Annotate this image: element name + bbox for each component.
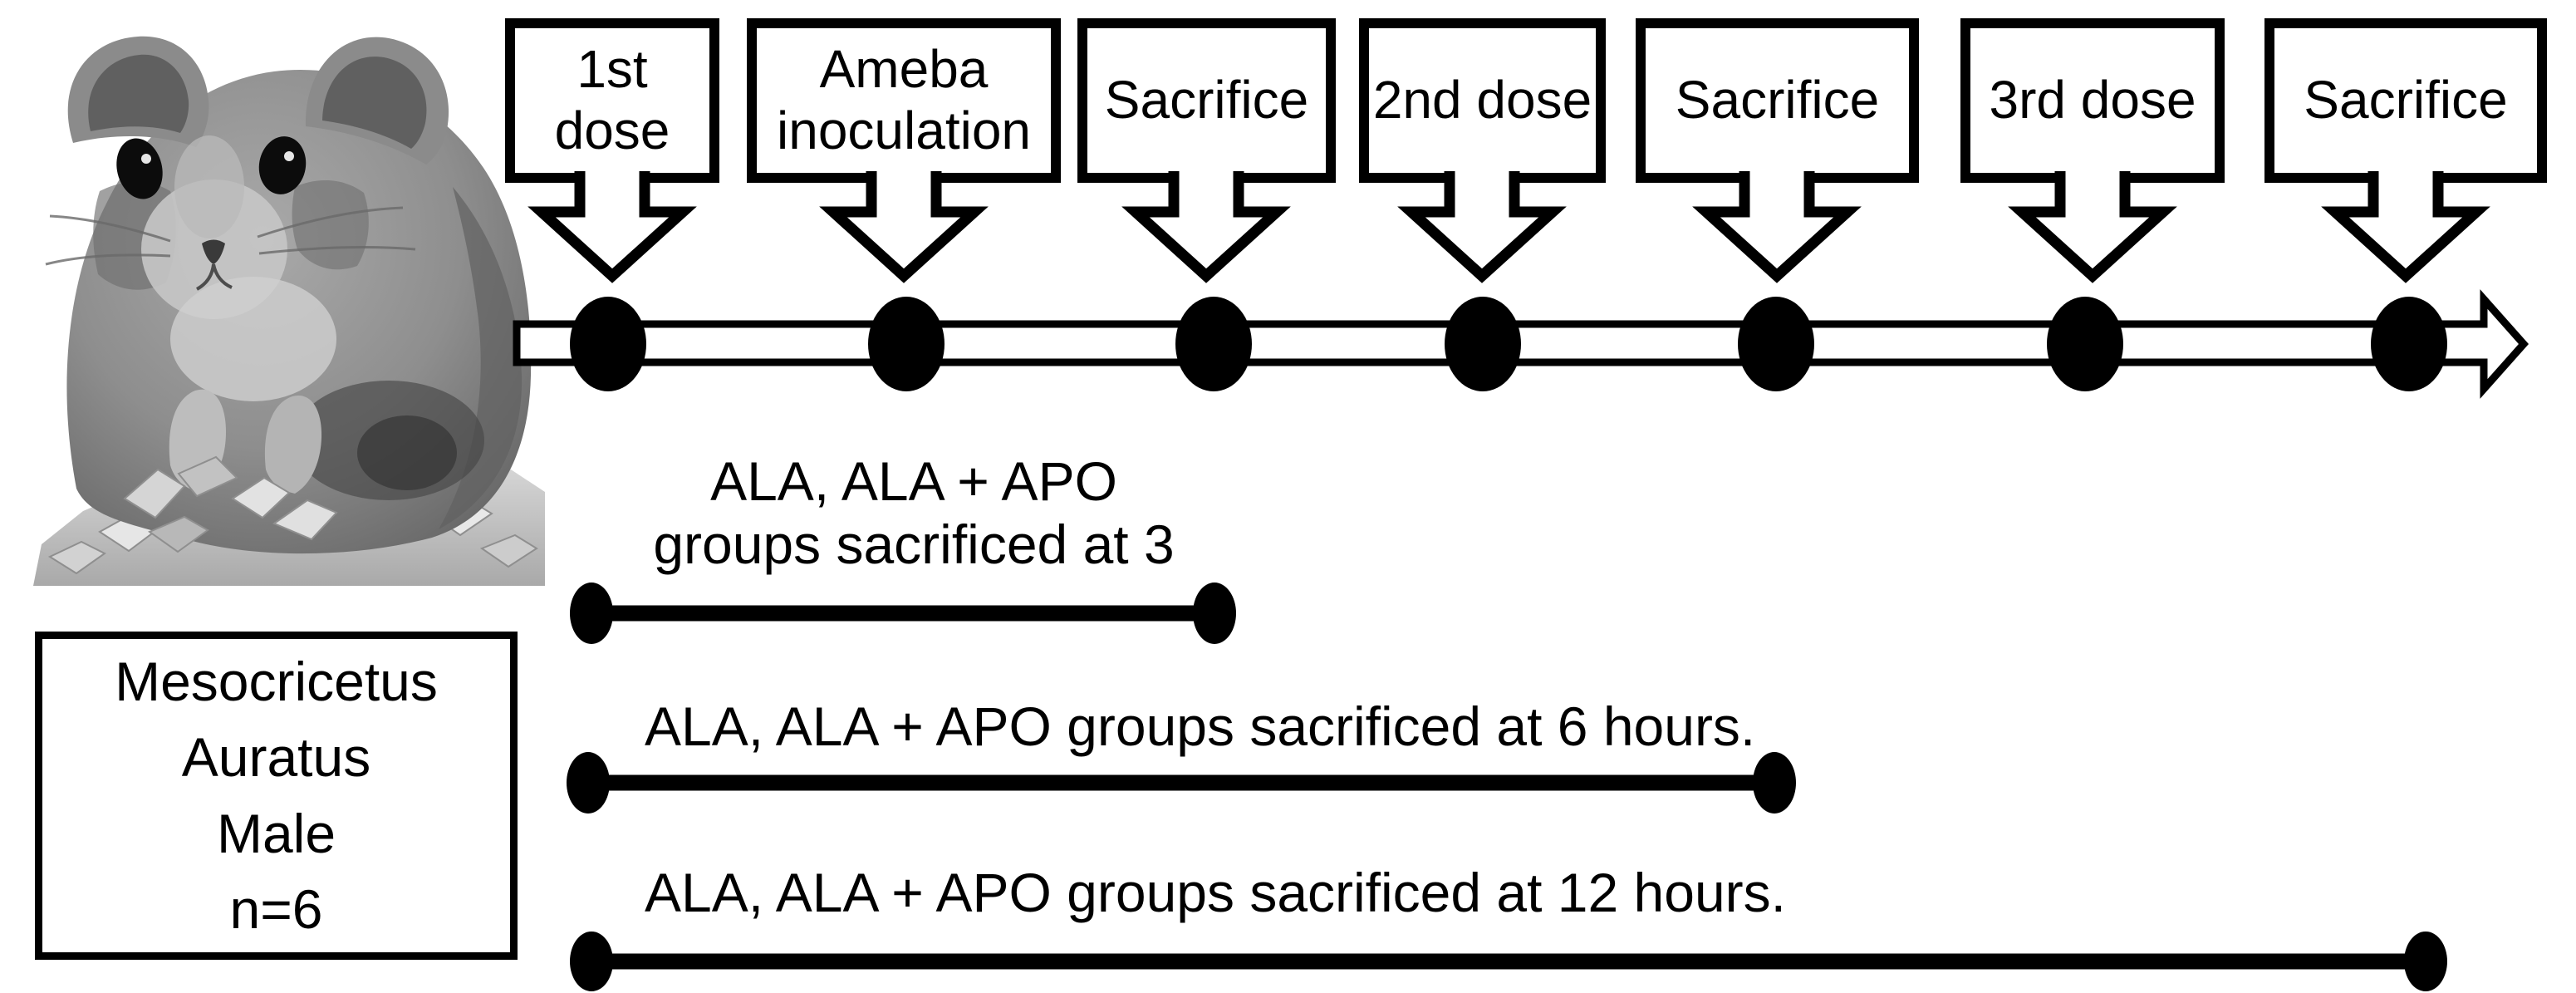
timeline-dot-1: [570, 297, 646, 391]
subject-sex-line: Male: [216, 802, 336, 864]
event-callout-sacrifice-1: Sacrifice: [1077, 18, 1336, 183]
bar-12h-end-dot: [2404, 932, 2447, 991]
event-callout-3rd-dose: 3rd dose: [1960, 18, 2225, 183]
event-label-line: Ameba: [819, 39, 989, 100]
subject-species-line: Mesocricetus: [115, 651, 438, 713]
duration-bar-12h: [570, 932, 2447, 991]
bar-6h-end-dot: [1753, 752, 1796, 814]
event-label-line: Sacrifice: [1675, 70, 1880, 130]
event-callout-sacrifice-2: Sacrifice: [1636, 18, 1919, 183]
timeline-dot-6: [2047, 297, 2123, 391]
event-callout-ameba-inoculation: Ameba inoculation: [747, 18, 1061, 183]
event-label-line: Sacrifice: [2304, 70, 2508, 130]
bar-12h-label: ALA, ALA + APO groups sacrificed at 12 h…: [645, 862, 1786, 923]
hamster-right-ear-inner: [322, 57, 427, 149]
hamster-right-eye: [258, 136, 307, 194]
bar-6h-label: ALA, ALA + APO groups sacrificed at 6 ho…: [645, 696, 1756, 757]
event-label-line: inoculation: [777, 101, 1031, 160]
hamster-belly-shadow-core: [357, 415, 457, 490]
callout-arrow-3: [1121, 171, 1291, 283]
hamster-chest: [170, 277, 336, 401]
hamster-right-paw: [264, 395, 322, 494]
event-callout-sacrifice-3: Sacrifice: [2264, 18, 2547, 183]
hamster-mouth: [195, 263, 233, 291]
callout-arrow-1: [527, 171, 697, 283]
subject-n-line: n=6: [229, 877, 323, 940]
callout-arrow-2: [819, 171, 989, 283]
hamster-right-ear: [305, 37, 449, 165]
hamster-cheek-shade-right: [292, 179, 369, 270]
hamster-belly-shadow: [293, 381, 484, 500]
hamster-left-ear-inner: [88, 54, 189, 133]
duration-bar-6h: [567, 752, 1796, 814]
timeline-dot-4: [1445, 297, 1521, 391]
callout-arrows: [527, 171, 2490, 283]
bar-3h-label-line1: ALA, ALA + APO: [710, 450, 1117, 512]
hamster-body: [66, 69, 532, 554]
timeline-dot-7: [2371, 297, 2447, 391]
event-label-line: Sacrifice: [1104, 70, 1309, 130]
hamster-muzzle: [141, 179, 287, 319]
callout-arrow-4: [1397, 171, 1567, 283]
bar-3h-end-dot: [1193, 583, 1236, 644]
wood-shavings: [33, 450, 545, 586]
timeline-arrow: [513, 289, 2529, 399]
event-label-line: 2nd dose: [1372, 70, 1592, 130]
hamster-left-paw: [169, 389, 226, 492]
event-callout-2nd-dose: 2nd dose: [1359, 18, 1606, 183]
wood-shaving-chips: [47, 487, 538, 575]
timeline-dot-2: [868, 297, 945, 391]
bar-12h-start-dot: [570, 932, 613, 991]
event-label-line: dose: [554, 101, 670, 160]
hamster-left-eye-glint: [141, 154, 151, 164]
bar-6h-start-dot: [567, 752, 610, 814]
hamster-whiskers: [45, 206, 416, 266]
wood-shaving-chips-front: [123, 455, 338, 553]
bar-3h-start-dot: [570, 583, 613, 644]
subject-info-box: Mesocricetus Auratus Male n=6: [35, 632, 518, 960]
timeline-dots: [570, 297, 2447, 391]
hamster-photo: [33, 36, 545, 586]
callout-arrow-5: [1692, 171, 1862, 283]
event-label-line: 1st: [577, 39, 648, 100]
hamster-left-ear: [67, 36, 209, 147]
hamster-nose-bridge: [174, 135, 244, 238]
timeline-dot-5: [1738, 297, 1814, 391]
callout-arrow-6: [2008, 171, 2177, 283]
event-callout-1st-dose: 1st dose: [505, 18, 719, 183]
callout-arrow-7: [2321, 171, 2490, 283]
hamster-nose: [202, 239, 225, 264]
timeline-dot-3: [1175, 297, 1252, 391]
hamster-flank-shade: [439, 187, 523, 529]
subject-species-line: Auratus: [181, 726, 371, 789]
hamster-cheek-shade-left: [93, 181, 176, 290]
hamster-right-eye-glint: [284, 151, 294, 161]
bar-3h-label-line2: groups sacrificed at 3: [653, 514, 1175, 575]
hamster-left-eye: [116, 138, 163, 199]
event-label-line: 3rd dose: [1989, 70, 2196, 130]
duration-bar-3h: [570, 583, 1236, 644]
